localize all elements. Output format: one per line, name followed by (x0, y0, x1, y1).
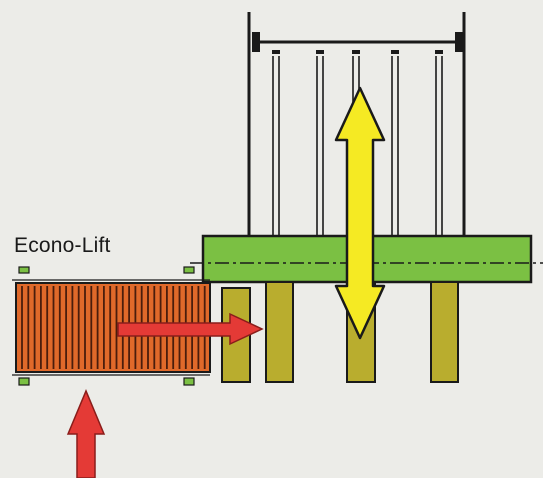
vertical-feed-arrow-icon (66, 389, 106, 478)
guide-marker (18, 377, 30, 386)
slot (265, 281, 294, 383)
slot (430, 281, 459, 383)
hanging-rod (272, 50, 280, 237)
plate-block (15, 282, 211, 373)
horizontal-feed-arrow-icon (117, 312, 264, 346)
vertical-motion-arrow-icon (334, 86, 386, 340)
hanging-rod (316, 50, 324, 237)
rail-end-right (455, 32, 463, 52)
rail-end-left (252, 32, 260, 52)
guide-marker (18, 266, 30, 274)
hanging-rod (435, 50, 443, 237)
upper-frame (247, 12, 466, 237)
diagram-title: Econo-Lift (14, 234, 111, 257)
platform-guide-marker (183, 266, 195, 274)
hanging-rod (391, 50, 399, 237)
guide-marker (183, 377, 195, 386)
